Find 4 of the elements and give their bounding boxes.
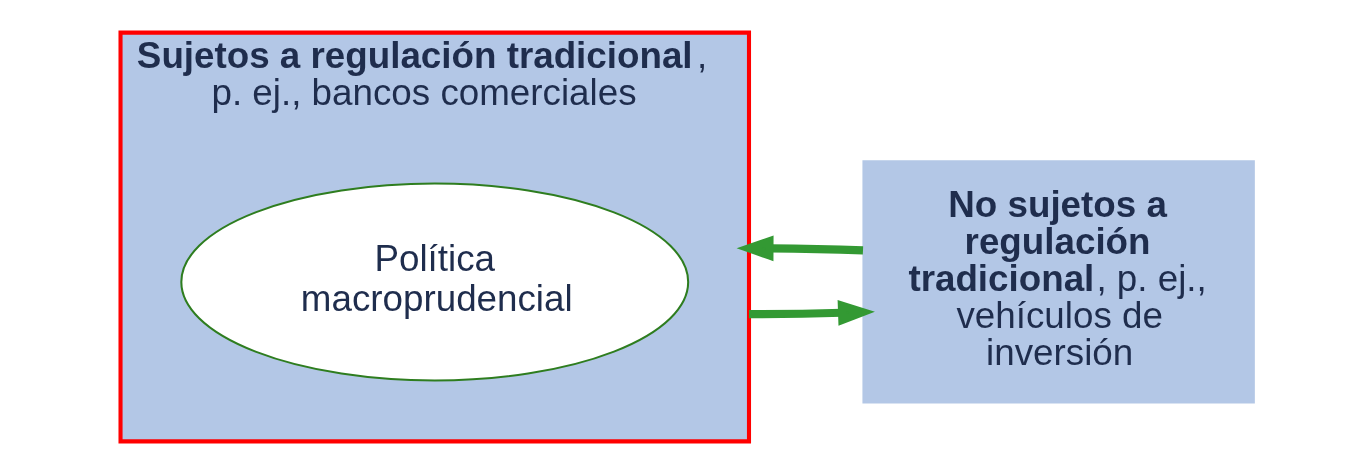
arrow [736,235,863,262]
node-ellipse: Política macroprudencial [179,182,689,382]
arrow [748,300,875,326]
node-box: No sujetos a regulación tradicional, p. ej., vehículos de inversión [861,160,1255,404]
